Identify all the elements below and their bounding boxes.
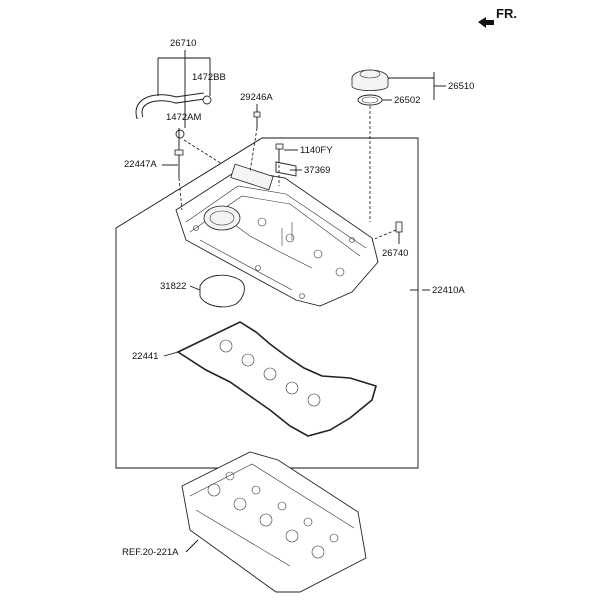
label-26510: 26510 xyxy=(448,81,474,92)
front-direction-indicator: FR. xyxy=(478,6,517,28)
oil-filler-cap xyxy=(351,69,389,91)
label-31822: 31822 xyxy=(160,281,186,292)
gasket-31822 xyxy=(199,274,245,308)
label-26740: 26740 xyxy=(382,248,408,259)
front-label: FR. xyxy=(496,6,517,21)
label-26502: 26502 xyxy=(394,95,420,106)
label-26710: 26710 xyxy=(170,38,196,49)
assembly-dash-lines xyxy=(178,106,397,241)
hose-clamp-1472bb xyxy=(202,95,212,105)
label-37369: 37369 xyxy=(304,165,330,176)
leader-lines xyxy=(157,50,446,553)
label-22410a: 22410A xyxy=(432,285,465,296)
pcv-hose-inner xyxy=(136,93,205,119)
label-22441: 22441 xyxy=(132,351,158,362)
label-ref-20-221a: REF.20-221A xyxy=(122,547,179,558)
label-1472bb: 1472BB xyxy=(192,72,226,83)
label-29246a: 29246A xyxy=(240,92,273,103)
hose-clamp-1472am xyxy=(175,129,185,139)
label-1140fy: 1140FY xyxy=(300,145,333,156)
label-22447a: 22447A xyxy=(124,159,157,170)
front-arrow-icon xyxy=(478,17,494,28)
gasket-22441 xyxy=(176,321,377,437)
bracket-37369 xyxy=(275,161,297,177)
part-labels: 26710 1472BB 1472AM 29246A 22447A 1140FY… xyxy=(122,38,474,558)
label-1472am: 1472AM xyxy=(166,112,201,123)
cylinder-head xyxy=(181,451,367,593)
oil-filler-cap-seal xyxy=(357,94,383,106)
gasket-seal-rings xyxy=(219,339,321,407)
bolt-1140fy xyxy=(275,143,284,160)
bolt-29246a xyxy=(253,111,261,128)
valve-cover xyxy=(175,163,379,307)
sensor-26740 xyxy=(395,221,403,233)
bolt-22447a xyxy=(174,149,184,178)
